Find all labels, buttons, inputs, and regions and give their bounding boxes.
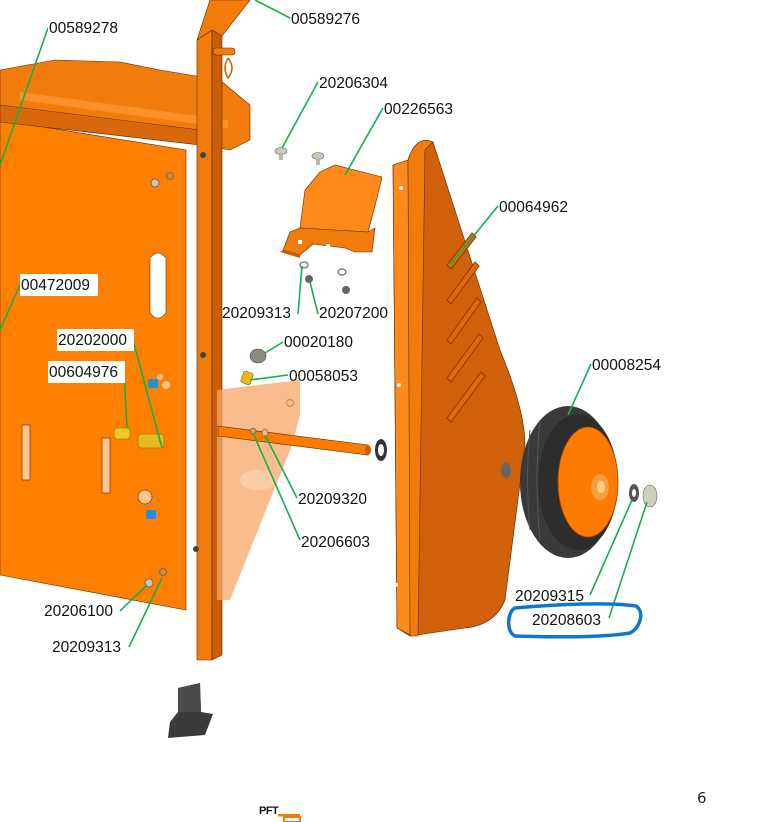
callout-00008254: 00008254 [592,357,661,374]
callout-20206304: 20206304 [319,75,388,92]
pft-logo: PFT [259,805,303,822]
callout-labels: 00589278 00589276 20206304 00226563 0006… [20,11,661,656]
callout-00226563: 00226563 [384,101,453,118]
callout-20209313-upper: 20209313 [222,305,291,322]
highlight-circle [506,602,643,639]
callout-00589278: 00589278 [49,20,118,37]
callout-00472009: 00472009 [21,277,90,294]
callout-20209315: 20209315 [515,588,584,605]
callout-20209320: 20209320 [298,491,367,508]
rubber-foot [168,683,213,738]
frame-post [193,0,251,661]
callout-00589276: 00589276 [291,11,360,28]
callout-00020180: 00020180 [284,334,353,351]
callout-20208603: 20208603 [532,612,601,629]
callout-20209313-lower: 20209313 [52,639,121,656]
callout-20206603: 20206603 [301,534,370,551]
support-plate [217,380,300,600]
side-cover [392,140,526,637]
logo-mark-icon [278,814,301,822]
callout-00064962: 00064962 [499,199,568,216]
callout-00604976: 00604976 [49,364,118,381]
callout-00058053: 00058053 [289,368,358,385]
callout-20202000: 20202000 [58,332,127,349]
wheel [520,406,658,558]
page-number: 6 [697,789,707,807]
axle [217,425,387,461]
logo-text: PFT [259,805,279,817]
callout-20207200: 20207200 [319,305,388,322]
bracket [274,147,383,294]
callout-20206100: 20206100 [44,603,113,620]
fittings [113,348,267,449]
